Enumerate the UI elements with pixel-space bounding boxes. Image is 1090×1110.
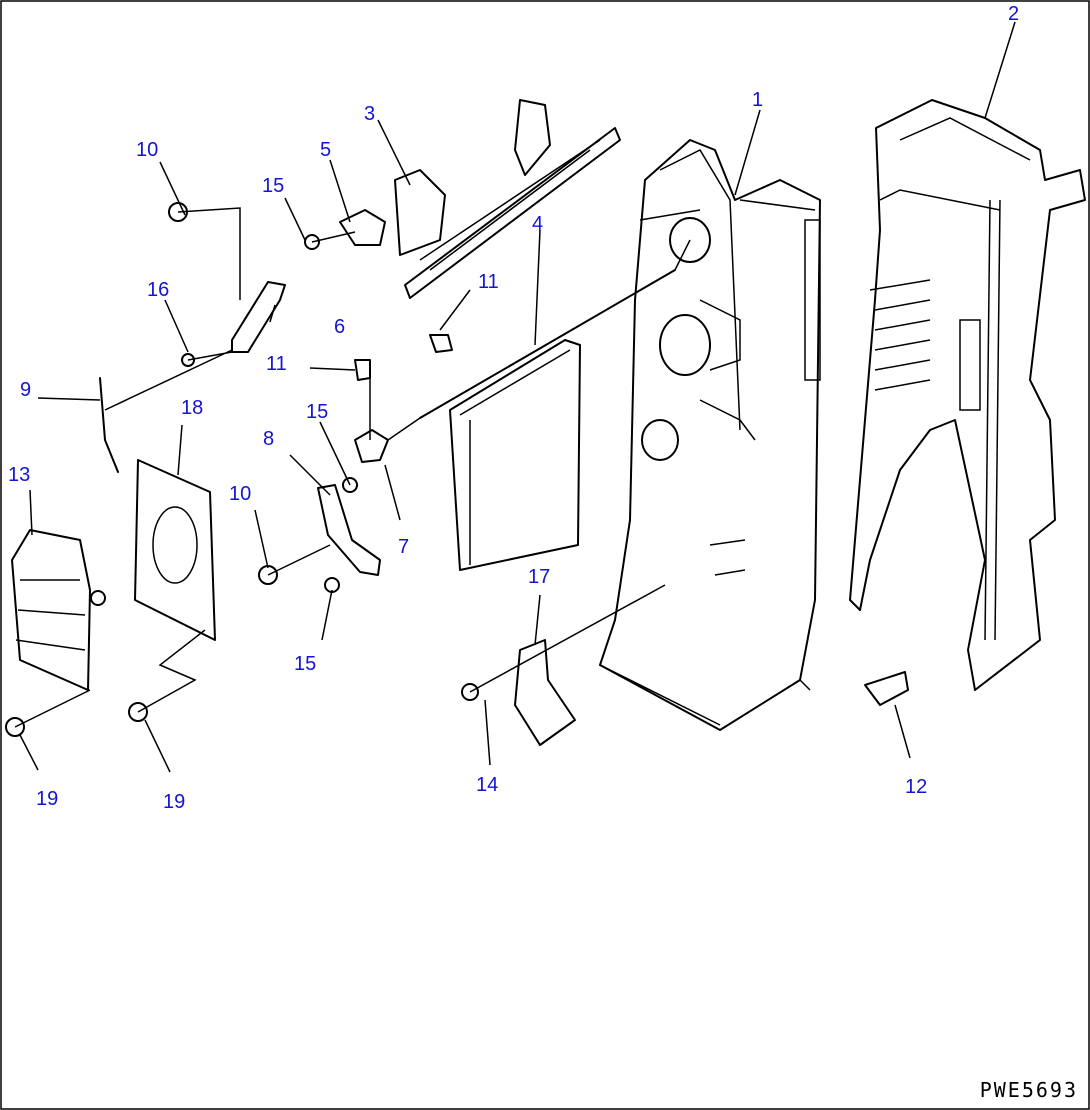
actuator-motor [11,529,106,691]
duct-housing-rear [849,99,1086,691]
callout-3: 3 [364,103,376,125]
callout-15b: 15 [306,401,329,423]
part-5-clip [339,209,386,246]
callout-5: 5 [320,139,332,161]
part-8-link [317,484,381,576]
callout-19a: 19 [36,788,59,810]
callout-11a: 11 [478,271,499,293]
callout-11b: 11 [266,353,287,375]
part-7-bracket [354,429,389,463]
callout-15a: 15 [262,175,285,197]
callout-12: 12 [905,776,928,798]
callout-15c: 15 [294,653,317,675]
air-mix-door [394,99,621,299]
callout-19b: 19 [163,791,186,813]
callout-1: 1 [752,89,764,111]
part-17-bracket [514,639,576,746]
callout-6: 6 [334,316,346,338]
callout-7: 7 [398,536,410,558]
callout-4: 4 [532,213,544,235]
callout-10b: 10 [229,483,252,505]
heater-core [419,269,676,571]
callout-8: 8 [263,428,275,450]
callout-9: 9 [20,379,32,401]
leader-lines [14,21,1016,773]
part-12-clip [864,671,909,706]
gasket-plate [134,459,216,641]
heater-housing [599,139,821,731]
callout-16: 16 [147,279,170,301]
callout-10a: 10 [136,139,159,161]
callout-2: 2 [1008,3,1020,25]
callout-17: 17 [528,566,551,588]
callout-18: 18 [181,397,204,419]
callout-13: 13 [8,464,31,486]
callout-14: 14 [476,774,499,796]
part-9-rod [99,377,119,473]
drawing-code: PWE5693 [979,1078,1078,1102]
